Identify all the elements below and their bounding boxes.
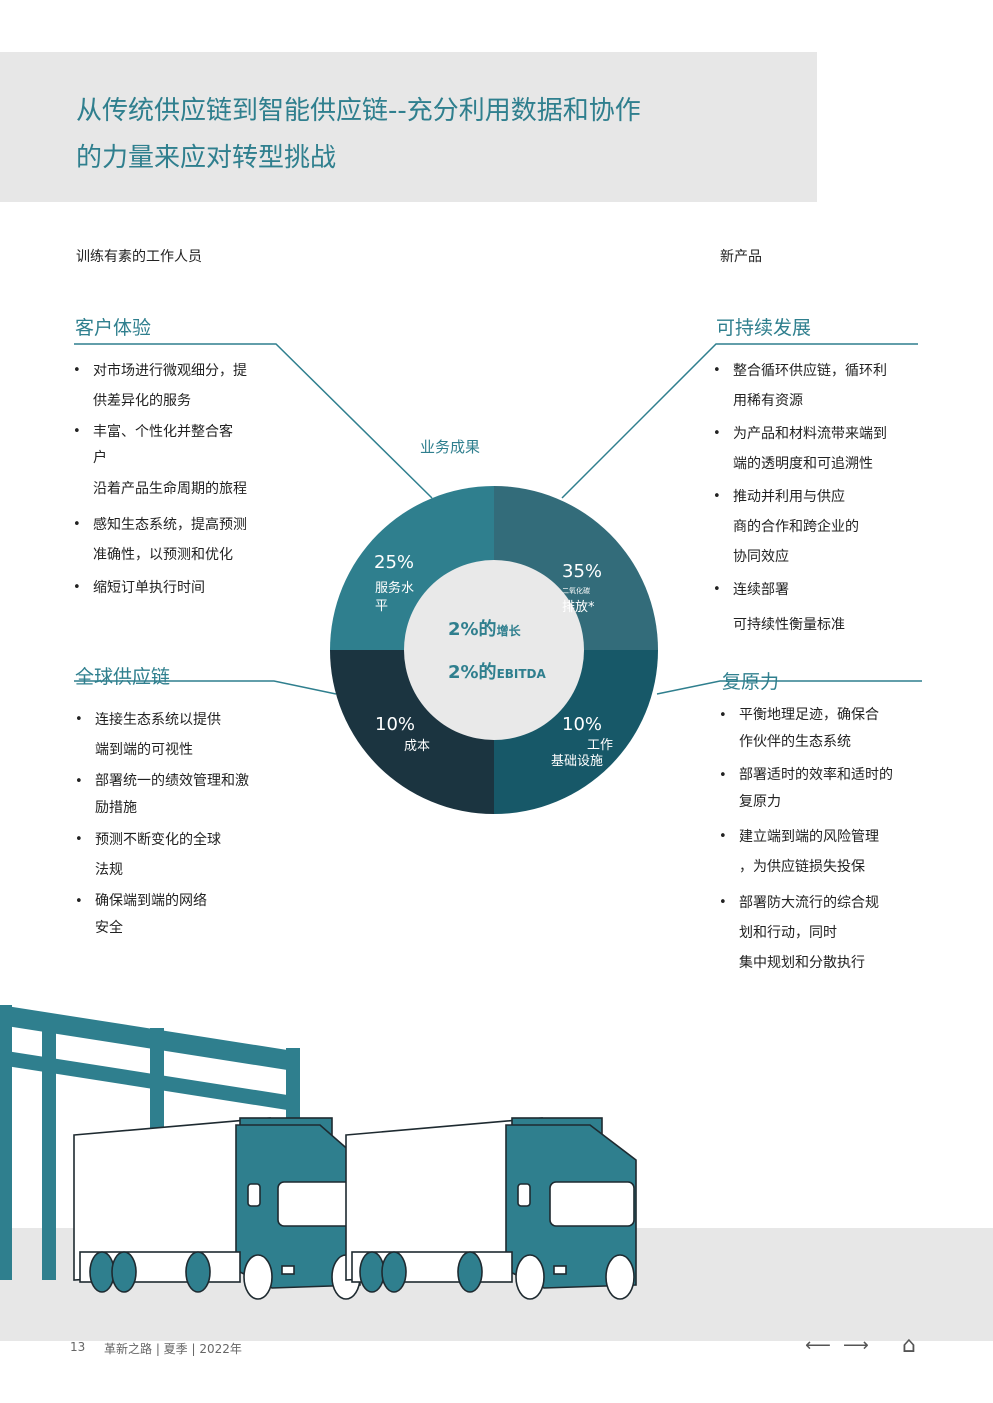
page-title: 从传统供应链到智能供应链--充分利用数据和协作 的力量来应对转型挑战 [76, 88, 776, 182]
slice-label-co2: 二氧化碳 [562, 586, 590, 595]
center-growth-small: 增长 [497, 623, 522, 638]
chart-title: 业务成果 [420, 438, 481, 456]
truck-icon-2 [345, 1117, 637, 1300]
connector-global [74, 680, 337, 695]
slice-label-cost: 成本 [404, 739, 430, 754]
heading-customer-experience: 客户体验 [75, 317, 152, 339]
center-growth-big: 2%的 [448, 618, 497, 640]
heading-sustainability: 可持续发展 [716, 317, 812, 339]
slice-label-service-level-2: 平 [375, 599, 388, 614]
label-trained-staff: 训练有素的工作人员 [76, 249, 202, 265]
slice-label-infrastructure-2: 基础设施 [551, 754, 603, 769]
svg-text:2%的EBITDA: 2%的EBITDA [448, 661, 547, 683]
slice-label-emissions: 排放* [562, 600, 595, 615]
svg-text:2%的增长: 2%的增长 [448, 618, 522, 640]
center-ebitda-small: EBITDA [497, 667, 547, 681]
connector-customer [74, 343, 433, 499]
publication-info: 革新之路 | 夏季 | 2022年 [104, 1342, 242, 1356]
title-line-2: 的力量来应对转型挑战 [76, 143, 337, 173]
chart-center-circle [404, 560, 584, 740]
heading-global-supply-chain: 全球供应链 [75, 666, 171, 688]
label-new-products: 新产品 [720, 249, 762, 265]
trucks-illustration [0, 1005, 637, 1300]
home-icon[interactable]: ⌂ [902, 1333, 916, 1358]
list-item: 缩短订单执行时间 [73, 573, 283, 603]
connector-resilience [656, 680, 922, 695]
slice-label-infrastructure-1: 工作 [587, 738, 613, 753]
heading-resilience: 复原力 [722, 671, 780, 693]
center-ebitda-big: 2%的 [448, 661, 497, 683]
title-line-1: 从传统供应链到智能供应链--充分利用数据和协作 [76, 96, 641, 126]
slice-value-service-level: 25% [374, 552, 414, 573]
connector-sustainability [561, 343, 918, 499]
slice-label-service-level-1: 服务水 [375, 580, 414, 596]
truck-icon-1 [73, 1117, 361, 1300]
slice-value-infrastructure: 10% [562, 714, 602, 735]
page-number: 13 [70, 1340, 86, 1354]
slice-value-cost: 10% [375, 714, 415, 735]
title-band [0, 52, 817, 202]
next-page-arrow-icon[interactable]: ⟶ [843, 1335, 869, 1356]
list-item: 建立端到端的风险管理，为供应链损失投保 [719, 822, 939, 882]
prev-page-arrow-icon[interactable]: ⟵ [805, 1335, 831, 1356]
business-outcomes-chart: 25% 服务水 平 35% 二氧化碳 排放* 10% 成本 10% 工作 基础设… [330, 486, 658, 814]
slice-value-emissions: 35% [562, 561, 602, 582]
